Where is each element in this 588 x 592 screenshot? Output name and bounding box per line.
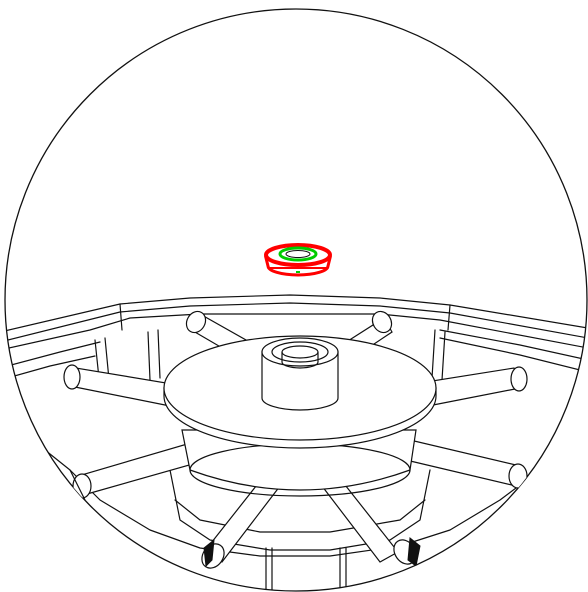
spokes <box>63 310 528 569</box>
spoke-front-left <box>201 475 281 569</box>
highlighted-ring-part[interactable] <box>264 243 332 277</box>
spoke-lower-left <box>69 441 201 501</box>
detail-view-boundary <box>4 8 588 592</box>
spoke-left <box>63 364 173 407</box>
hub-boss <box>261 337 339 411</box>
assembly-geometry <box>5 294 587 591</box>
spoke-lower-right <box>405 439 528 489</box>
